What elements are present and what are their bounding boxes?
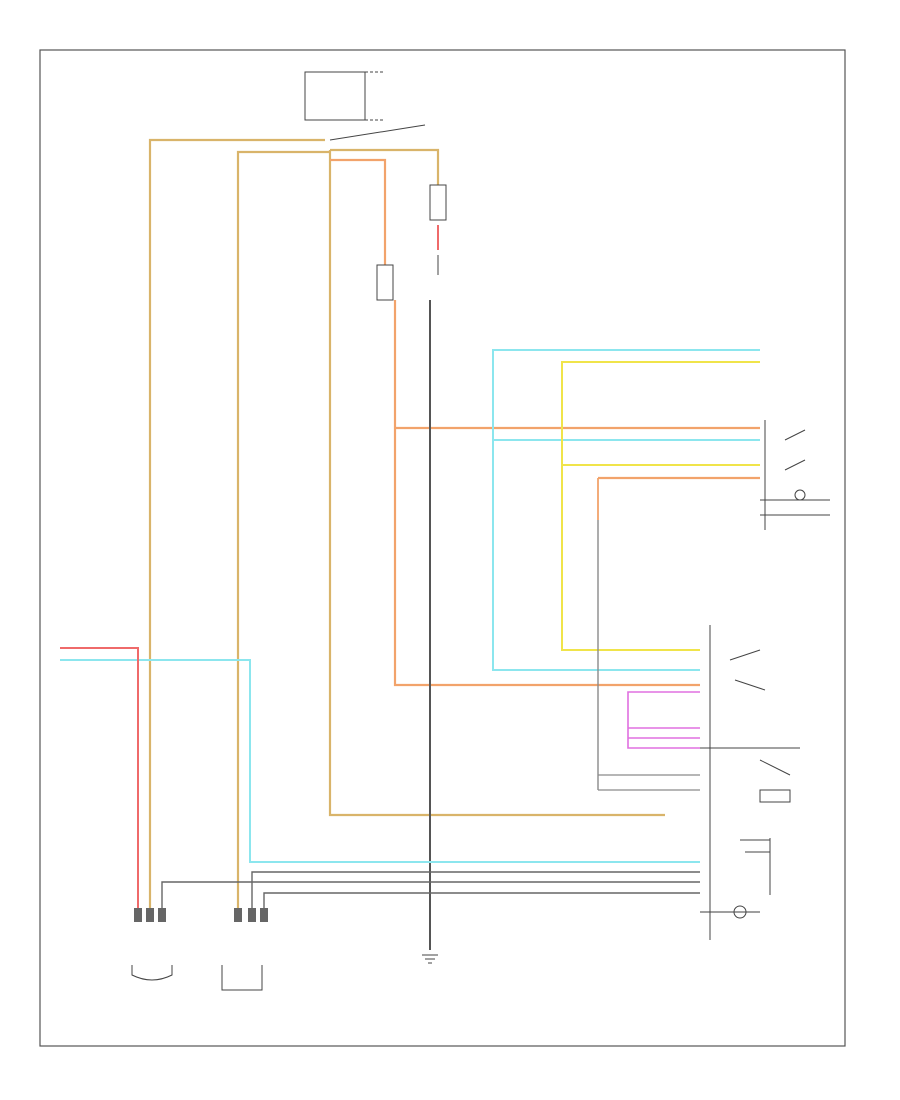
wire-tan-middle <box>236 150 330 915</box>
connector-pins-middle <box>234 908 268 922</box>
wire-cyan-left <box>60 659 700 863</box>
diagram-frame <box>39 49 846 1047</box>
top-connector-block <box>304 71 426 141</box>
wire-cyan-top <box>492 349 760 671</box>
fuse-upper-icon <box>429 184 447 275</box>
ground-symbol-icon <box>422 954 438 964</box>
wire-red-left <box>60 647 139 915</box>
wire-tan-left <box>148 138 325 915</box>
wire-tan-fuse <box>330 148 440 185</box>
wire-orange-lower <box>393 300 700 687</box>
wire-gray-sensor-left <box>161 881 700 915</box>
wire-gray-sensor-mid2 <box>263 892 700 915</box>
right-lower-module <box>700 625 800 940</box>
sensor-left-icon <box>131 965 173 981</box>
connector-pins-left <box>134 908 166 922</box>
wire-yellow-top <box>561 361 760 651</box>
sensor-middle-icon <box>221 965 263 991</box>
right-upper-module <box>760 420 830 530</box>
wire-orange-main <box>330 158 387 265</box>
wire-pink <box>627 691 700 749</box>
wire-tan-right <box>328 150 665 817</box>
wire-gray-sensor-mid <box>251 871 700 915</box>
fuse-lower-icon <box>376 264 394 301</box>
